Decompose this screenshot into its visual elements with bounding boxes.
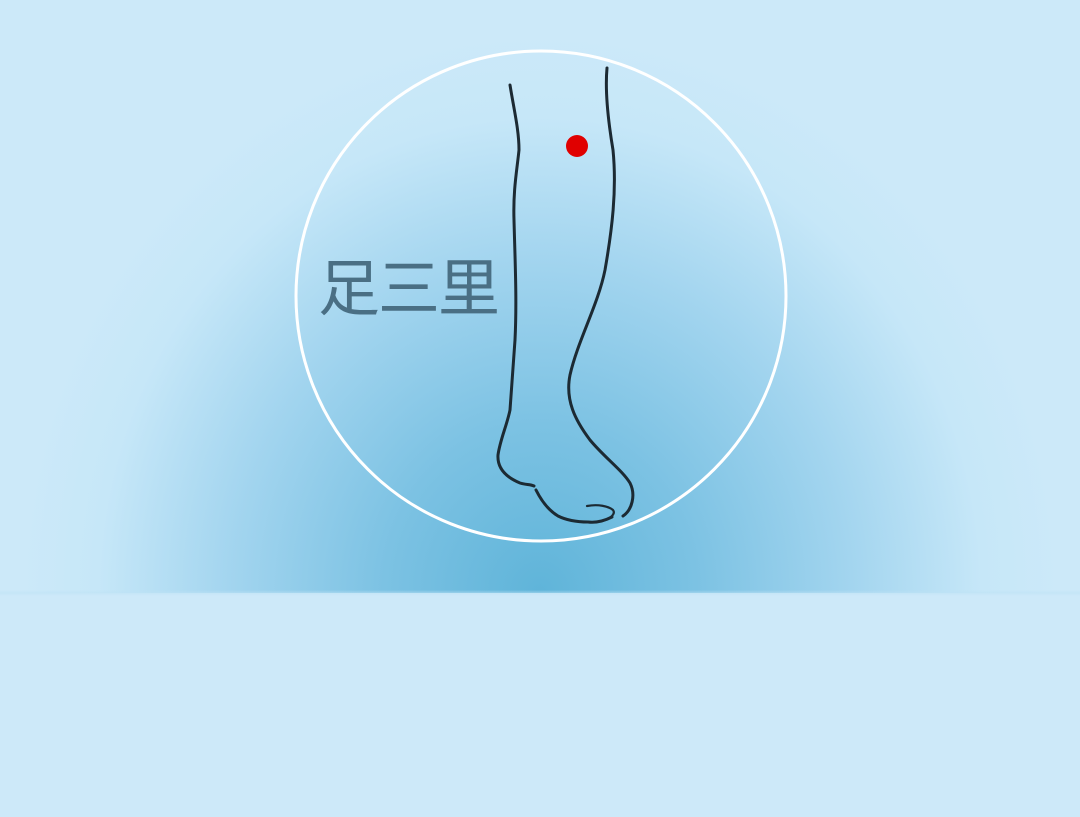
panel-divider [0,590,1080,596]
acupoint-name: 足三里 [318,252,500,325]
background-lower-panel [0,593,1080,817]
acupoint-marker-icon [566,135,588,157]
leg-outline-icon [496,66,635,524]
background-upper-panel [0,0,1080,593]
circle-frame [294,49,788,543]
